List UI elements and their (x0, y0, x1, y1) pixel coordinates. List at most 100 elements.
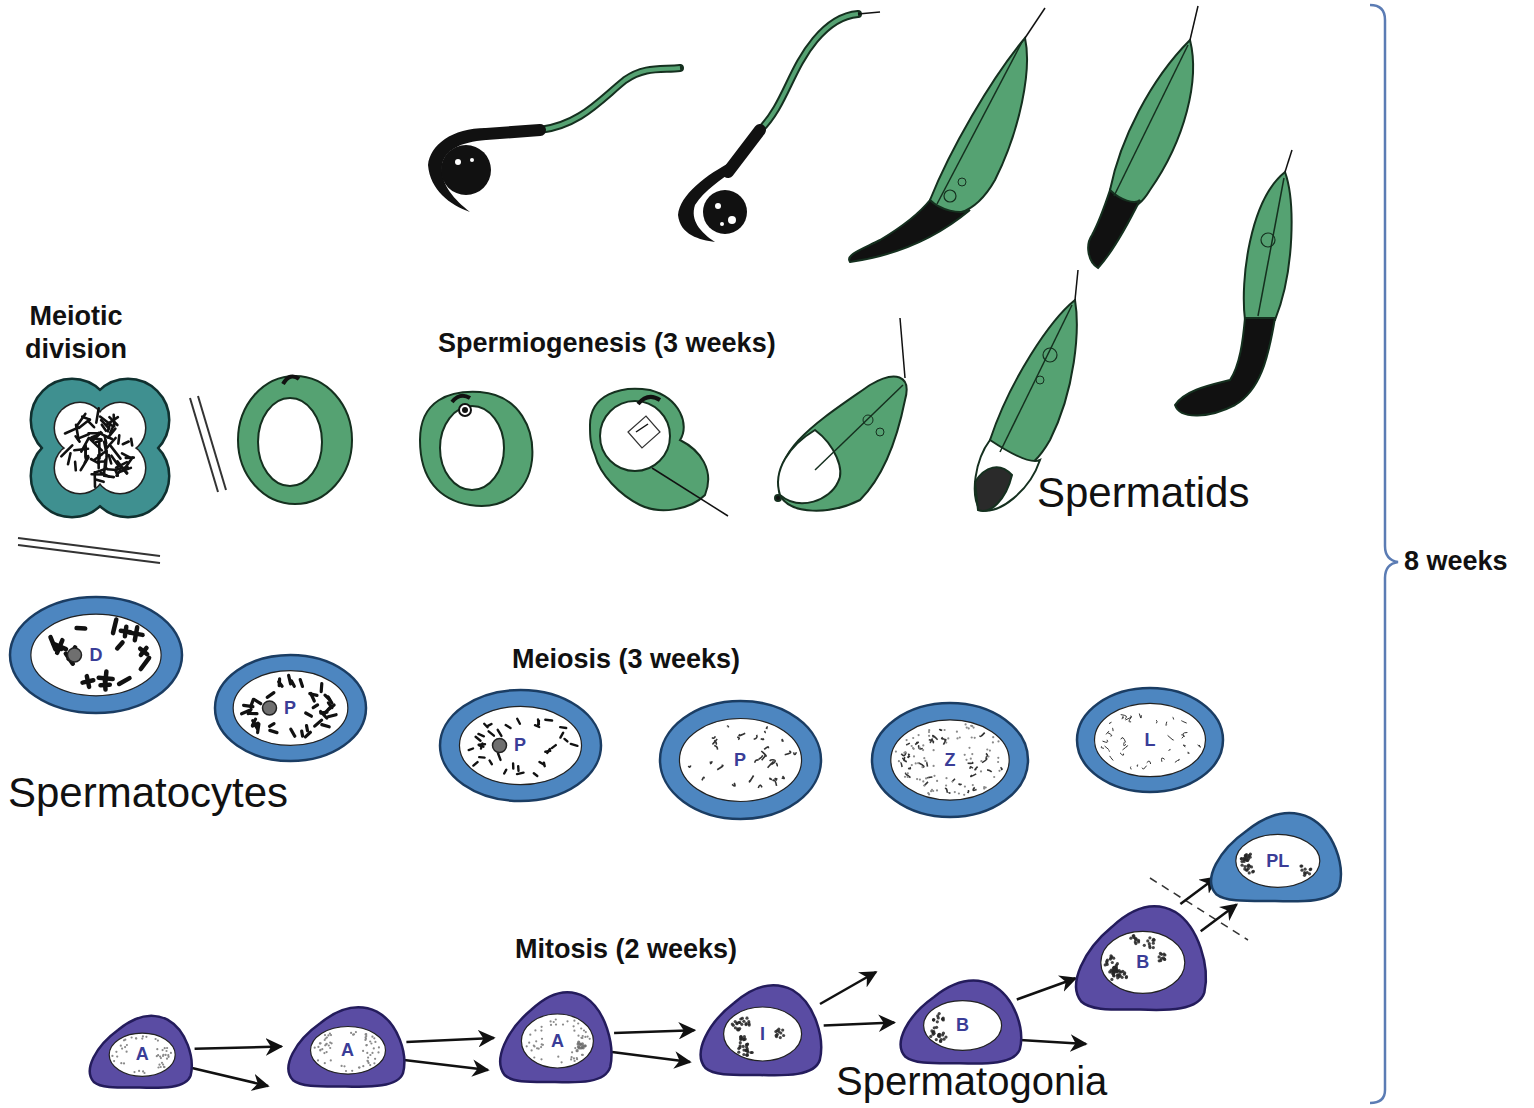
chromatin-dot (111, 1055, 113, 1057)
elongated-spermatid-part (1190, 6, 1198, 40)
chromatin-dot (157, 1066, 159, 1068)
chromatin-clump (1105, 959, 1108, 962)
chromatin-dot (964, 754, 966, 756)
chromosome (497, 729, 501, 735)
chromatin-thread (1137, 765, 1139, 767)
chromosome (95, 441, 101, 443)
chromosome (560, 725, 566, 728)
chromosome (564, 738, 567, 741)
elongating-spermatid-part (900, 318, 905, 378)
chromatin-clump (737, 1051, 740, 1054)
chromatin-dot (165, 1050, 167, 1052)
chromosome (267, 693, 274, 698)
cell-body (215, 655, 366, 761)
nucleolus (68, 648, 82, 662)
chromatin-thread (986, 753, 988, 757)
cell-node: A (283, 1001, 408, 1089)
chromatin-dot (933, 775, 935, 777)
chromatin-clump (734, 1026, 737, 1029)
chromatin-clump (937, 1034, 940, 1037)
chromatin-clump (1111, 960, 1114, 963)
chromatin-dot (895, 751, 897, 753)
chromatin-dot (121, 1048, 123, 1050)
chromatin-clump (1304, 868, 1307, 871)
chromatin-clump (929, 1035, 932, 1038)
stage-label: Spermatids (1037, 468, 1249, 518)
chromatin-dot (562, 1024, 564, 1026)
chromatin-thread (942, 737, 945, 739)
chromatin-clump (1240, 857, 1243, 860)
elongated-spermatid-part (1114, 45, 1188, 196)
chromatin-dot (352, 1033, 354, 1035)
chromatin-clump (932, 1018, 935, 1021)
chromatin-dot (928, 793, 930, 795)
chromatin-dot (533, 1056, 535, 1058)
chromatin-clump (1160, 952, 1163, 955)
chromosome (533, 773, 537, 776)
chromatin-dot (557, 1056, 559, 1058)
chromatin-clump (743, 1035, 746, 1038)
cell-body (1211, 813, 1341, 901)
chromosome (511, 763, 514, 768)
chromosome (328, 715, 336, 717)
chromatin-dot (371, 1052, 373, 1054)
elongating-spermatid-part (778, 430, 840, 503)
chromatin-dot (318, 1042, 320, 1044)
chromatin-dot (916, 778, 918, 780)
chromatin-dot (540, 1046, 542, 1048)
chromosome (313, 705, 317, 708)
chromatin-clump (1112, 973, 1115, 976)
spermatozoon-part (720, 222, 724, 226)
round-spermatid-part (462, 407, 468, 413)
chromatin-thread (1108, 750, 1110, 752)
chromatin-clump (1251, 870, 1254, 873)
chromatin-dot (354, 1031, 356, 1033)
chromatin-dot (923, 784, 925, 786)
chromatin-clump (742, 1020, 745, 1023)
chromatin-dot (587, 1036, 589, 1038)
chromosome (310, 694, 314, 702)
cell-body (500, 992, 611, 1082)
stage-letter: P (514, 735, 526, 756)
chromatin-dot (919, 747, 921, 749)
chromosome (241, 711, 249, 714)
stage-label: Spermatogonia (836, 1060, 1107, 1102)
chromatin-clump (1303, 871, 1306, 874)
cell-nucleus (310, 1027, 385, 1075)
chromosome (290, 729, 294, 736)
chromatin-dot (340, 1065, 342, 1067)
round-spermatid-part (459, 404, 471, 416)
chromatin-dot (922, 780, 924, 782)
chromosome (95, 469, 107, 473)
chromatin-dot (553, 1021, 555, 1023)
stage-letter: L (1145, 730, 1156, 751)
chromatin-dot (918, 734, 920, 736)
spermatozoon-part (858, 12, 880, 14)
chromosome (111, 446, 121, 459)
chromatin-dot (919, 779, 921, 781)
elongated-spermatid-part (958, 178, 966, 186)
round-spermatid-part (238, 376, 352, 504)
chromatin-clump (941, 1033, 944, 1036)
elongating-spermatid-part (1075, 270, 1078, 300)
elongating-spermatid-part (779, 377, 907, 511)
chromatin-clump (1146, 939, 1149, 942)
elongating-spermatid-part (1043, 348, 1057, 362)
stage-letter: D (90, 645, 103, 666)
chromatin-dot (166, 1058, 168, 1060)
chromatin-dot (369, 1040, 371, 1042)
chromatin-clump (746, 1047, 749, 1050)
branch-arrows-part (404, 1060, 488, 1070)
chromatin-clump (1110, 977, 1113, 980)
chromatin-dot (160, 1057, 162, 1059)
chromatin-dot (968, 727, 970, 729)
chromosome (54, 644, 67, 649)
chromatin-dot (944, 729, 946, 731)
dividing-cell-part (72, 420, 128, 476)
chromatin-dot (576, 1057, 578, 1059)
chromatin-dot (316, 1059, 318, 1061)
chromatin-clump (738, 1021, 741, 1024)
spermatozoon-part (441, 145, 491, 195)
chromosome (288, 675, 290, 684)
chromatin-clump (1110, 955, 1113, 958)
